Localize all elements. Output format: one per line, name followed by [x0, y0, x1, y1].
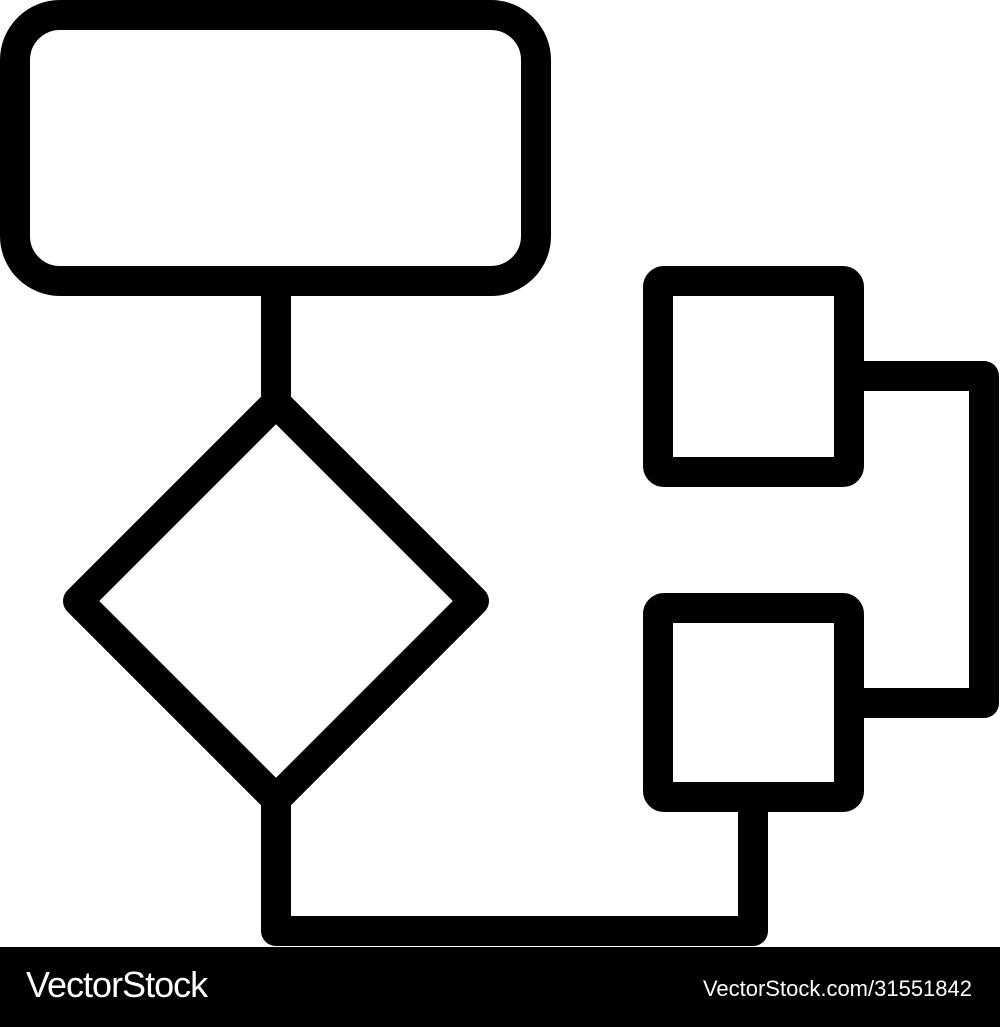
- connector-decision-to-lower-box: [261, 782, 768, 946]
- process-box-upper-right: [643, 266, 864, 487]
- process-box-lower-right: [643, 593, 864, 812]
- watermark-bar: VectorStock VectorStock.com/31551842: [0, 947, 1000, 1027]
- connector-loop-right: [834, 361, 999, 718]
- image-id-text: VectorStock.com/31551842: [702, 976, 972, 1001]
- brand-logo-text: VectorStock: [26, 964, 208, 1005]
- process-box-top: [0, 0, 551, 296]
- decision-diamond: [63, 388, 489, 814]
- flowchart-icon: [0, 0, 999, 946]
